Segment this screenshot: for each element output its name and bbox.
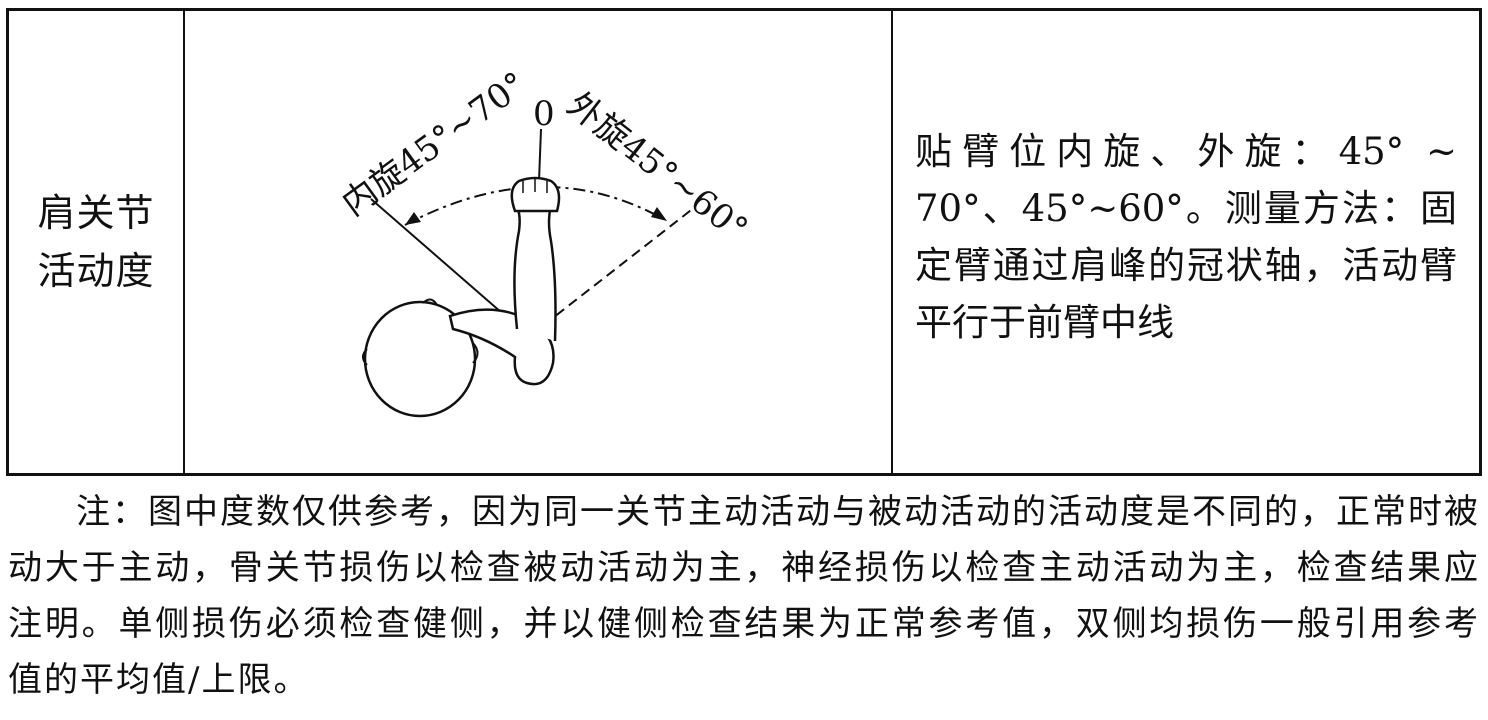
external-rotation-line (530, 206, 696, 336)
arc-arrow-right (651, 207, 667, 221)
fist-knuckles (522, 178, 548, 193)
arc-arrow-left (405, 212, 421, 225)
shoulder-rotation-figure: 0 内旋45°~70° 外旋45°~60° (335, 64, 755, 418)
internal-rotation-label: 内旋45°~70° (335, 64, 534, 224)
joint-name-line-1: 肩关节 (37, 191, 155, 235)
ear-right (472, 342, 479, 364)
description-cell: 贴臂位内旋、外旋：45° ~ 70°、45°~60°。测量方法：固定臂通过肩峰的… (893, 11, 1479, 473)
neutral-label: 0 (533, 94, 555, 134)
joint-name-line-2: 活动度 (37, 249, 155, 293)
ear-left (362, 348, 368, 366)
joint-name: 肩关节 活动度 (37, 184, 154, 300)
measurement-description: 贴臂位内旋、外旋：45° ~ 70°、45°~60°。测量方法：固定臂通过肩峰的… (915, 130, 1457, 344)
joint-name-cell: 肩关节 活动度 (9, 11, 185, 473)
rom-table: 肩关节 活动度 (6, 8, 1482, 476)
figure-cell: 0 内旋45°~70° 外旋45°~60° (185, 11, 893, 473)
footnote: 注：图中度数仅供参考，因为同一关节主动活动与被动活动的活动度是不同的，正常时被动… (8, 492, 1480, 700)
hair-tuft (422, 298, 438, 306)
forearm-outline (513, 204, 557, 342)
external-rotation-label: 外旋45°~60° (559, 85, 755, 250)
